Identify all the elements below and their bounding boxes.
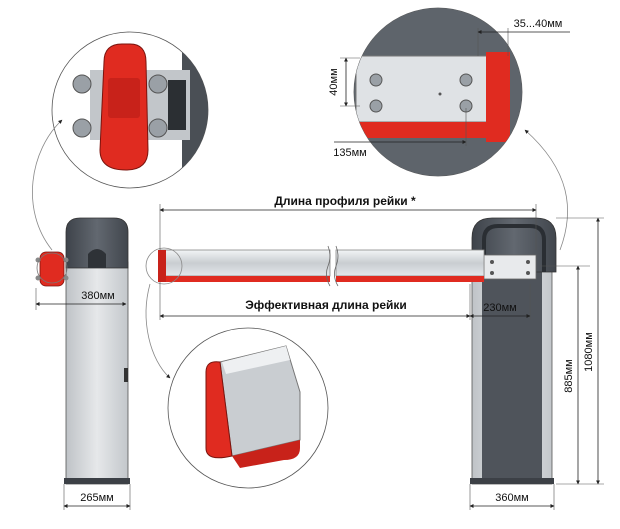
dim-885-label: 885мм: [563, 359, 575, 392]
barrier-boom: [145, 245, 485, 287]
bolt-icon: [72, 74, 168, 138]
left-support-post: [35, 217, 130, 485]
dim-380-label: 380мм: [81, 290, 114, 302]
dim-35-40-label: 35...40мм: [514, 18, 563, 30]
mounting-plate-icon: [483, 254, 537, 280]
dim-230-label: 230мм: [483, 302, 516, 314]
effective-length-label: Эффективная длина рейки: [245, 298, 407, 312]
callout-end-cap: [167, 327, 329, 489]
dim-360-label: 360мм: [495, 492, 528, 504]
callout-fork-detail: [51, 31, 209, 189]
barrier-housing: [470, 217, 557, 485]
dim-1080-label: 1080мм: [583, 332, 595, 372]
callout-mount-plate: [334, 7, 570, 177]
end-cap-icon: [205, 345, 301, 468]
dim-135-label: 135мм: [333, 147, 366, 159]
dim-40-label: 40мм: [328, 68, 340, 95]
dim-265-label: 265мм: [80, 492, 113, 504]
profile-length-label: Длина профиля рейки *: [274, 194, 416, 208]
fork-icon: [35, 251, 69, 287]
